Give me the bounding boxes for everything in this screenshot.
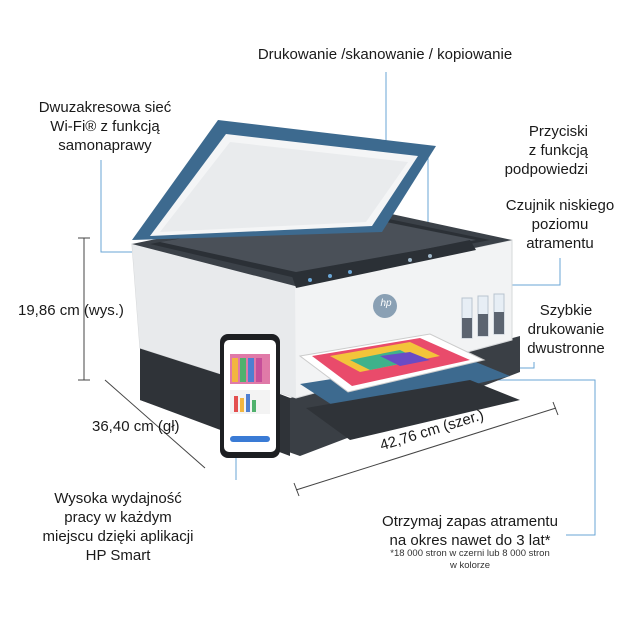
- ink-sensor-line-1: Czujnik niskiego: [505, 197, 615, 214]
- ink-sensor-line-3: atramentu: [526, 235, 594, 252]
- hint-buttons-label: Przyciski z funkcją podpowiedzi: [470, 122, 588, 179]
- ink-supply-line-2: na okres nawet do 3 lat*: [389, 532, 551, 549]
- ink-tanks: [461, 293, 505, 339]
- hp-smart-line-1: Wysoka wydajność: [54, 490, 182, 507]
- hp-smart-line-3: miejscu dzięki aplikacji: [42, 528, 194, 545]
- hp-logo-text: hp: [378, 298, 394, 309]
- ink-footnote-line-1: *18 000 stron w czerni lub 8 000 stron: [390, 548, 550, 559]
- dimension-lines: [78, 237, 559, 497]
- ink-sensor-label: Czujnik niskiego poziomu atramentu: [496, 196, 624, 253]
- hp-smart-line-4: HP Smart: [85, 547, 151, 564]
- hp-smart-app-label: Wysoka wydajność pracy w każdym miejscu …: [28, 489, 208, 565]
- width-dimension-line: [295, 407, 557, 491]
- height-dimension-text: 19,86 cm (wys.): [18, 302, 124, 319]
- ink-footnote: *18 000 stron w czerni lub 8 000 stron w…: [370, 548, 570, 572]
- depth-dimension: 36,40 cm (gł): [92, 418, 180, 435]
- depth-dimension-line: [104, 379, 206, 469]
- wifi-line-3: samonaprawy: [58, 137, 152, 154]
- hint-buttons-line-1: Przyciski: [528, 123, 588, 140]
- ink-supply-line-1: Otrzymaj zapas atramentu: [382, 513, 558, 530]
- duplex-line-3: dwustronne: [527, 340, 605, 357]
- hint-buttons-line-2: z funkcją: [528, 142, 588, 159]
- hp-logo-icon: [373, 294, 397, 318]
- wifi-line-2: Wi-Fi® z funkcją: [50, 118, 160, 135]
- hp-logo-label: hp: [380, 298, 392, 309]
- output-tray: [300, 358, 510, 414]
- hp-smart-line-2: pracy w każdym: [64, 509, 172, 526]
- smartphone: [220, 334, 280, 458]
- ink-sensor-line-2: poziomu: [531, 216, 589, 233]
- print-scan-copy-label: Drukowanie /skanowanie / kopiowanie: [240, 45, 530, 64]
- depth-dimension-text: 36,40 cm (gł): [92, 418, 180, 435]
- callout-sensor-line: [500, 258, 561, 286]
- print-scan-copy-text: Drukowanie /skanowanie / kopiowanie: [257, 46, 513, 63]
- wifi-line-1: Dwuzakresowa sieć: [38, 99, 172, 116]
- duplex-label: Szybkie drukowanie dwustronne: [516, 301, 616, 358]
- printed-image: [312, 338, 470, 386]
- duplex-line-2: drukowanie: [527, 321, 605, 338]
- ink-supply-label: Otrzymaj zapas atramentu na okres nawet …: [370, 512, 570, 550]
- duplex-line-1: Szybkie: [539, 302, 593, 319]
- wifi-label: Dwuzakresowa sieć Wi-Fi® z funkcją samon…: [20, 98, 190, 155]
- hint-buttons-line-3: podpowiedzi: [504, 161, 588, 178]
- callout-wifi-line: [100, 160, 132, 253]
- control-strip: [292, 240, 476, 288]
- height-dimension: 19,86 cm (wys.): [18, 302, 124, 319]
- ink-footnote-line-2: w kolorze: [449, 560, 491, 571]
